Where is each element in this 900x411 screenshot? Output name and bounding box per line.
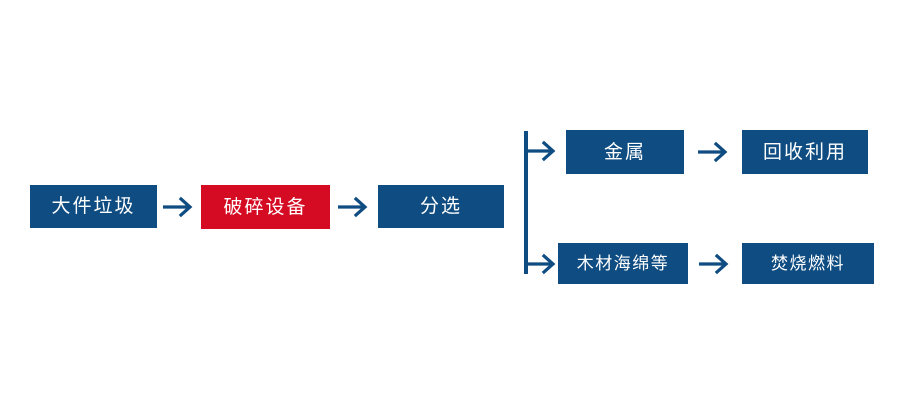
- arrow-branch-to-wood-icon: [525, 251, 561, 277]
- node-sorting[interactable]: 分选: [378, 185, 504, 228]
- node-metal[interactable]: 金属: [566, 130, 684, 174]
- arrow-metal-to-recycle-icon: [697, 139, 733, 165]
- branch-split-line: [524, 131, 528, 274]
- arrow-branch-to-metal-icon: [525, 138, 561, 164]
- node-recycle[interactable]: 回收利用: [742, 130, 868, 174]
- node-crusher[interactable]: 破碎设备: [201, 185, 330, 229]
- arrow-crusher-to-sorting-icon: [337, 192, 373, 222]
- arrow-wood-to-fuel-icon: [698, 251, 734, 277]
- node-input[interactable]: 大件垃圾: [30, 185, 157, 228]
- node-wood-sponge[interactable]: 木材海绵等: [558, 243, 688, 284]
- arrow-input-to-crusher-icon: [162, 192, 198, 222]
- node-fuel[interactable]: 焚烧燃料: [742, 243, 874, 284]
